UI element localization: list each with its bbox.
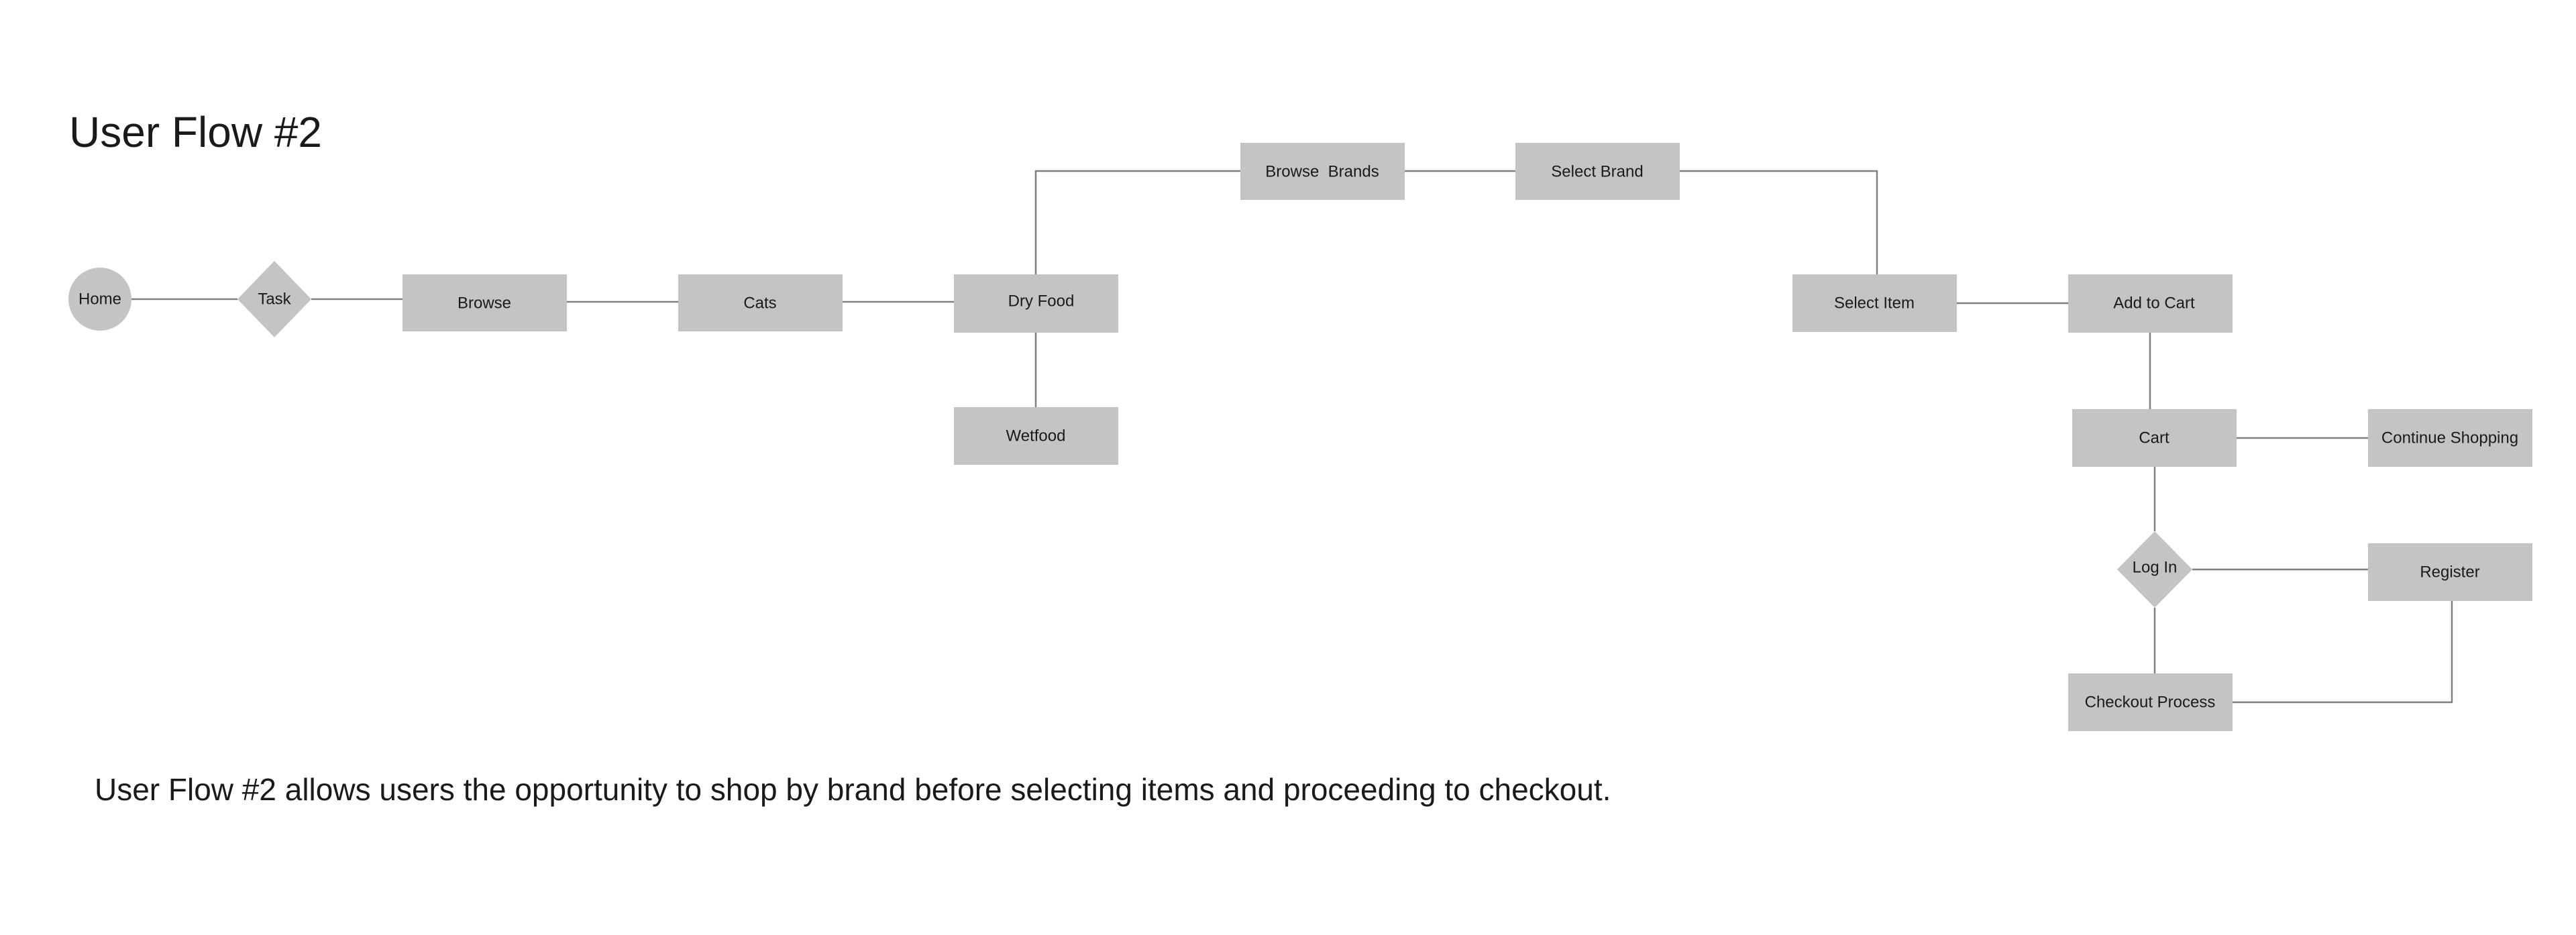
node-wetfood: Wetfood xyxy=(954,407,1118,465)
node-select-item: Select Item xyxy=(1792,274,1957,332)
node-task-shape xyxy=(237,261,311,337)
node-add-to-cart-shape xyxy=(2068,274,2233,333)
node-dry-food: Dry Food xyxy=(954,274,1118,333)
node-select-brand-label: Select Brand xyxy=(1551,163,1643,181)
edge-select-brand-select-item xyxy=(1680,170,1878,274)
node-select-brand: Select Brand xyxy=(1515,143,1680,200)
node-dry-food-label: Dry Food xyxy=(1008,292,1075,311)
node-log-in-label: Log In xyxy=(2133,559,2178,577)
edge-register-checkout xyxy=(2233,601,2453,704)
node-task-label: Task xyxy=(258,290,291,309)
node-wetfood-shape xyxy=(954,407,1118,465)
node-cart-label: Cart xyxy=(2139,429,2169,447)
node-home-shape xyxy=(68,268,131,331)
node-select-brand-shape xyxy=(1515,143,1680,200)
diagram-title: User Flow #2 xyxy=(69,108,322,156)
connectors xyxy=(131,170,2453,704)
node-continue-shopping-shape xyxy=(2368,409,2532,467)
node-log-in-shape xyxy=(2117,531,2192,608)
node-select-item-label: Select Item xyxy=(1834,294,1915,313)
node-register: Register xyxy=(2368,543,2532,601)
node-checkout-process: Checkout Process xyxy=(2068,673,2233,731)
node-log-in: Log In xyxy=(2117,531,2192,608)
node-browse-label: Browse xyxy=(458,294,511,313)
node-cats-shape xyxy=(678,274,843,331)
node-dry-food-shape xyxy=(954,274,1118,333)
node-cart: Cart xyxy=(2072,409,2237,467)
node-browse-brands-shape xyxy=(1240,143,1405,200)
nodes: Home Task Browse Cats Dry Food Wetfood B… xyxy=(68,143,2532,731)
node-add-to-cart-label: Add to Cart xyxy=(2113,294,2195,313)
node-checkout-process-label: Checkout Process xyxy=(2085,694,2216,712)
node-select-item-shape xyxy=(1792,274,1957,332)
node-cats-label: Cats xyxy=(743,294,776,313)
flow-description: User Flow #2 allows users the opportunit… xyxy=(95,772,1611,807)
node-cart-shape xyxy=(2072,409,2237,467)
node-cats: Cats xyxy=(678,274,843,331)
node-task: Task xyxy=(237,261,311,337)
node-wetfood-label: Wetfood xyxy=(1006,427,1066,445)
node-home: Home xyxy=(68,268,131,331)
node-register-label: Register xyxy=(2420,563,2479,582)
node-checkout-process-shape xyxy=(2068,673,2233,731)
node-browse-brands-label: Browse Brands xyxy=(1265,163,1379,181)
edge-dry-food-browse-brands xyxy=(1034,170,1240,274)
node-home-label: Home xyxy=(78,290,121,309)
node-add-to-cart: Add to Cart xyxy=(2068,274,2233,333)
node-register-shape xyxy=(2368,543,2532,601)
node-browse-brands: Browse Brands xyxy=(1240,143,1405,200)
node-continue-shopping-label: Continue Shopping xyxy=(2381,429,2518,447)
node-continue-shopping: Continue Shopping xyxy=(2368,409,2532,467)
node-browse: Browse xyxy=(402,274,567,331)
node-browse-shape xyxy=(402,274,567,331)
